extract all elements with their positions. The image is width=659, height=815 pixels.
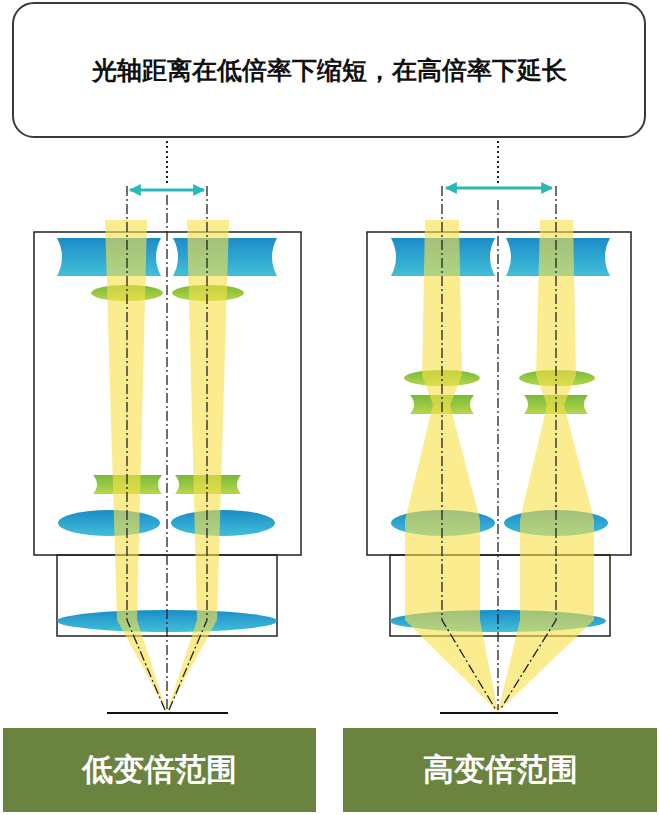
- optic-part: [166, 195, 167, 710]
- optic-part: [166, 141, 168, 186]
- optic-part: [58, 510, 160, 536]
- optic-part: [367, 232, 631, 555]
- optic-part: [127, 186, 165, 710]
- light-beam: [105, 220, 594, 712]
- leader-line: [167, 141, 498, 186]
- label-text: 光轴距离在低倍率下缩短，在高倍率下延长: [92, 54, 567, 87]
- note-box: 光轴距离在低倍率下缩短，在高倍率下延长: [12, 2, 646, 138]
- optic-part: [497, 200, 498, 710]
- range-band: 低变倍范围: [3, 728, 316, 812]
- optic-part: [105, 220, 167, 712]
- label-text: 低变倍范围: [82, 749, 237, 791]
- sample-plane: [107, 712, 558, 714]
- distance-arrow: [130, 188, 552, 190]
- optic-part: [405, 220, 498, 712]
- optic-part: [130, 189, 204, 192]
- optic-part: [171, 510, 275, 536]
- optic-part: [440, 712, 558, 714]
- optic-part: [442, 186, 496, 710]
- optical-axis: [127, 186, 556, 710]
- label-text: 高变倍范围: [423, 749, 578, 791]
- range-band: 高变倍范围: [343, 728, 657, 812]
- optic-part: [500, 186, 556, 710]
- optic-part: [167, 220, 229, 712]
- optic-part: [497, 141, 499, 184]
- optic-part: [169, 186, 207, 710]
- optic-part: [498, 220, 594, 712]
- optic-part: [446, 187, 552, 190]
- optic-part: [107, 712, 228, 714]
